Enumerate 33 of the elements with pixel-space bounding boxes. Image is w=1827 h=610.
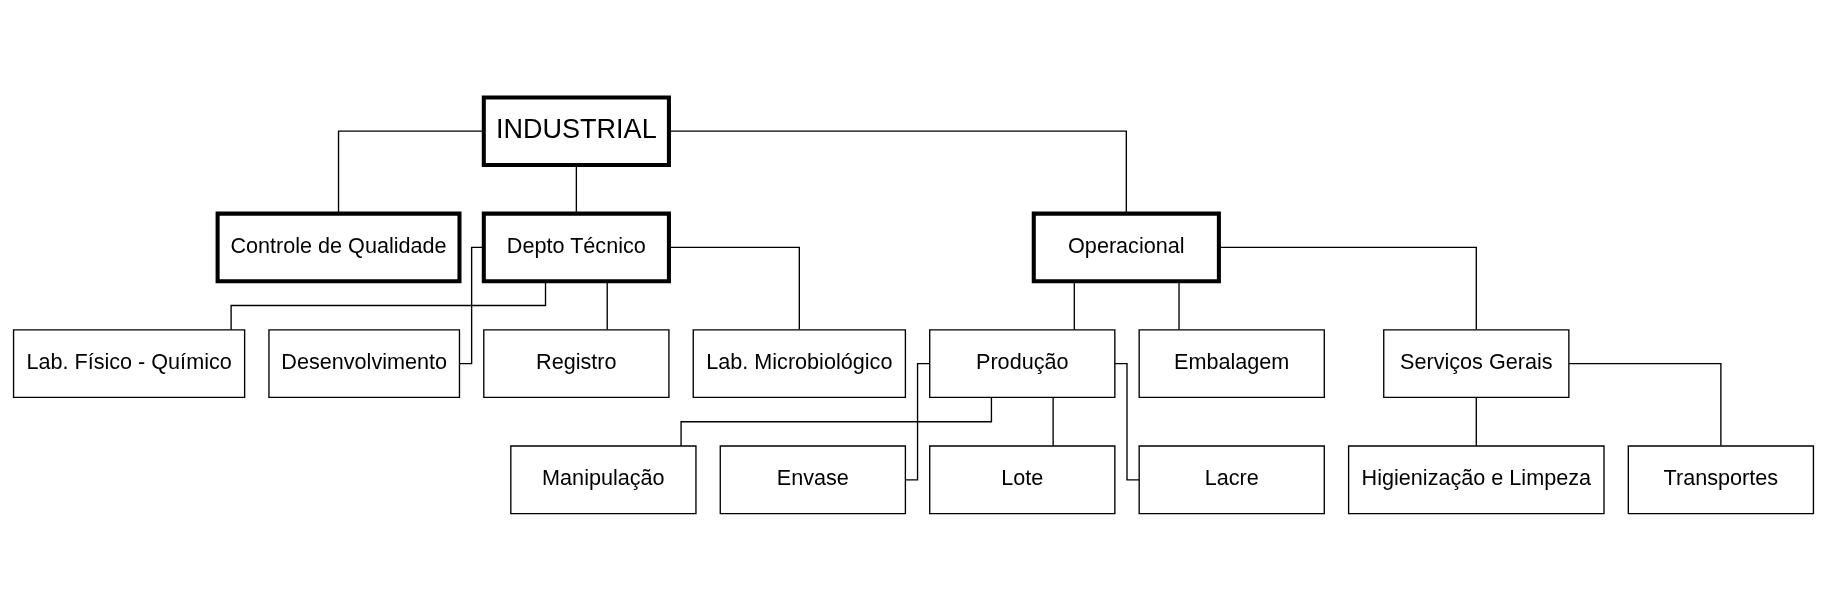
node-box: Transportes xyxy=(1627,444,1815,514)
connector xyxy=(1114,362,1140,480)
node-box: Lacre xyxy=(1138,444,1325,514)
connector xyxy=(337,130,485,214)
connector xyxy=(904,362,931,480)
connector xyxy=(1178,280,1180,330)
connector xyxy=(680,396,993,447)
connector xyxy=(1475,396,1477,446)
connector xyxy=(606,280,608,330)
connector xyxy=(1052,396,1054,446)
node-box: Lab. Físico - Químico xyxy=(12,328,246,398)
node-box: Higienização e Limpeza xyxy=(1347,444,1605,514)
node-box: Envase xyxy=(719,444,907,514)
connector xyxy=(668,130,1127,214)
node-box: Lab. Microbiológico xyxy=(692,328,907,398)
node-box: Registro xyxy=(483,328,670,398)
node-box: Embalagem xyxy=(1138,328,1325,398)
node-box: Lote xyxy=(929,444,1116,514)
connector xyxy=(1073,280,1075,330)
node-box: Operacional xyxy=(1031,211,1221,283)
node-box: Controle de Qualidade xyxy=(215,211,462,283)
node-box: Depto Técnico xyxy=(481,211,671,283)
connector xyxy=(459,246,485,364)
node-box: Produção xyxy=(929,328,1116,398)
node-box: INDUSTRIAL xyxy=(481,94,671,167)
connector xyxy=(1568,362,1722,446)
connector xyxy=(668,246,800,330)
node-box: Manipulação xyxy=(510,444,697,514)
node-box: Desenvolvimento xyxy=(268,328,461,398)
connector xyxy=(1218,246,1477,330)
node-box: Serviços Gerais xyxy=(1383,328,1570,398)
connector xyxy=(230,280,547,330)
connector xyxy=(575,164,578,214)
